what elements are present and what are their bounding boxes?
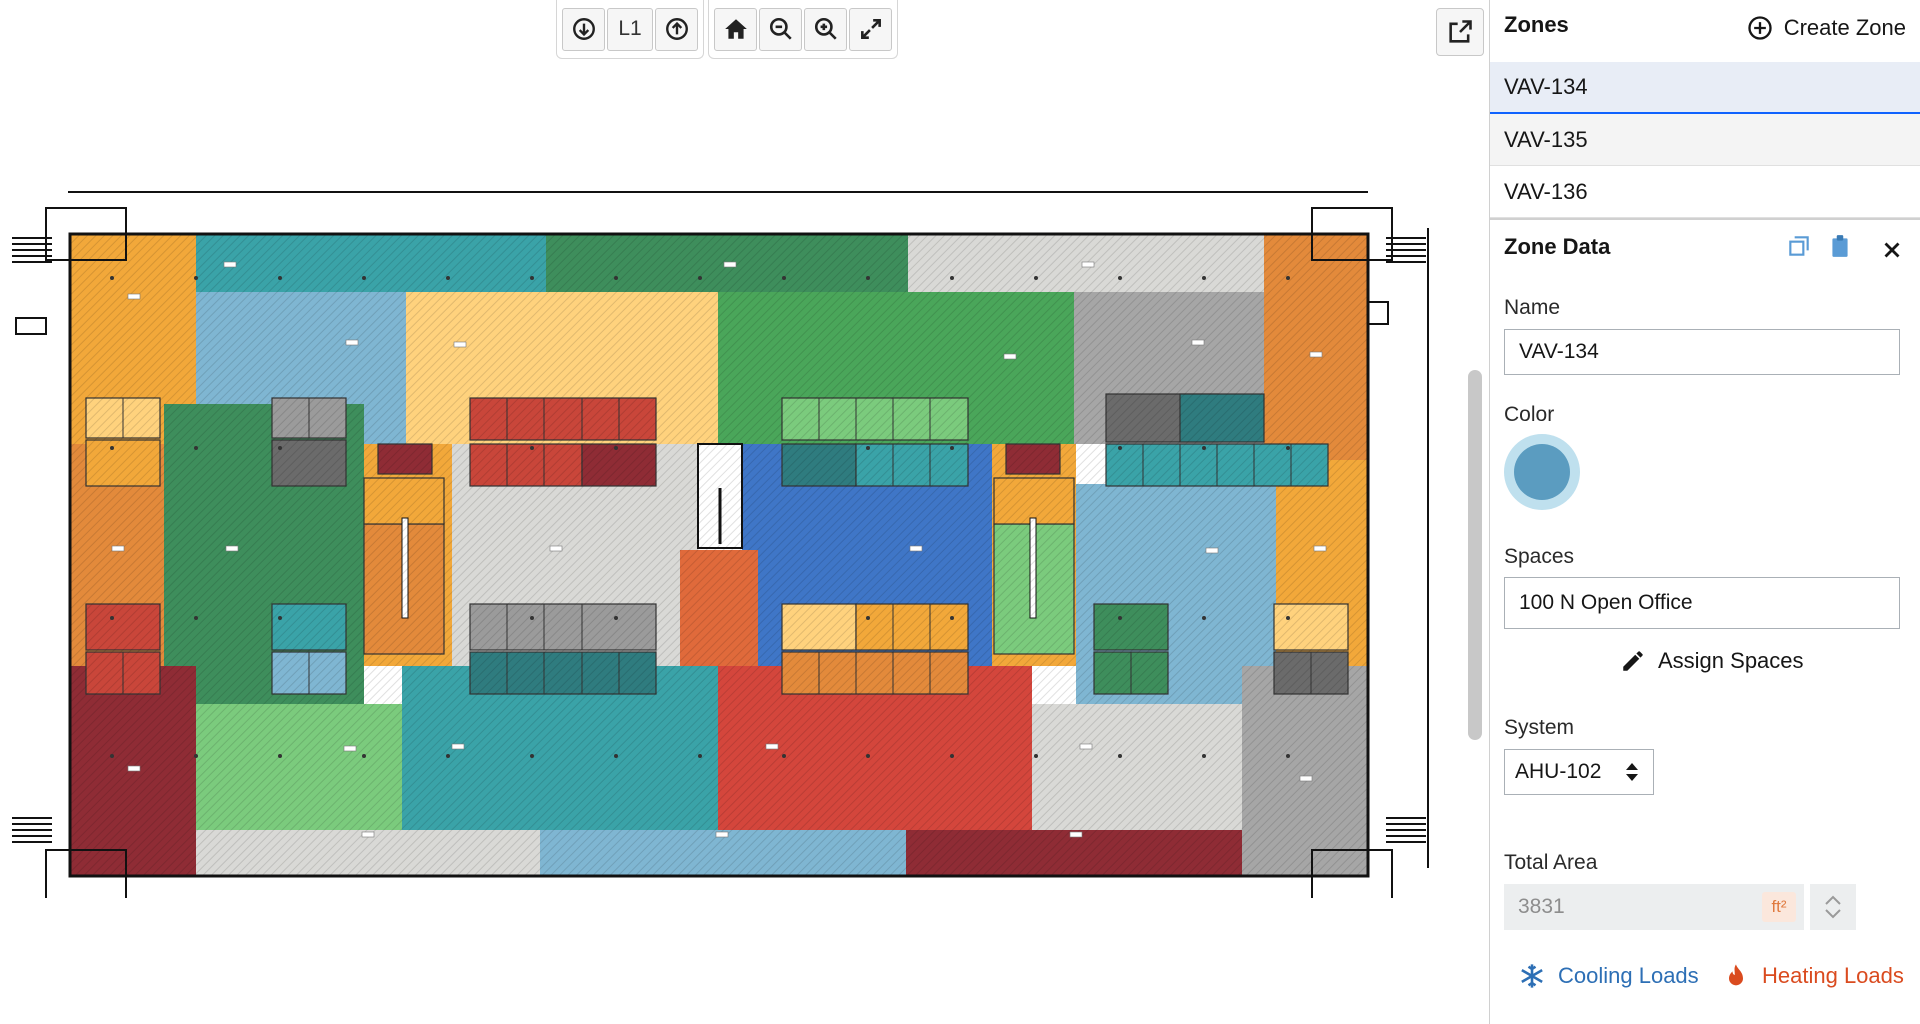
total-area-label: Total Area [1504, 851, 1598, 874]
zone-item-label: VAV-135 [1504, 126, 1588, 152]
zoom-out-button[interactable] [759, 7, 802, 51]
arrow-up-circle-icon [665, 18, 688, 40]
spaces-field[interactable]: 100 N Open Office [1504, 577, 1900, 629]
fullscreen-button[interactable] [849, 7, 892, 51]
external-link-icon [1449, 20, 1472, 43]
paste-zone-button[interactable] [1826, 232, 1854, 260]
create-zone-label: Create Zone [1783, 15, 1906, 40]
zone-item-vav-136[interactable]: VAV-136 [1490, 166, 1920, 218]
duplicate-zone-button[interactable] [1785, 232, 1813, 260]
cooling-loads-link[interactable]: Cooling Loads [1518, 962, 1699, 990]
expand-icon [860, 19, 881, 39]
corner-stairs [12, 207, 1426, 898]
floor-plan[interactable] [0, 178, 1440, 898]
pencil-icon [1623, 651, 1643, 671]
zones-panel: Zones Create Zone VAV-134 VAV-135 VAV-13… [1489, 0, 1920, 1024]
zoom-out-icon [769, 17, 792, 40]
home-icon [724, 19, 747, 39]
color-swatch-fill [1514, 444, 1570, 500]
level-down-button[interactable] [562, 7, 605, 51]
color-label: Color [1504, 403, 1555, 426]
heating-loads-link[interactable]: Heating Loads [1722, 962, 1904, 990]
close-zone-data-button[interactable] [1878, 236, 1906, 264]
sort-arrows-icon [1626, 763, 1638, 781]
arrow-down-circle-icon [572, 18, 595, 40]
assign-spaces-label: Assign Spaces [1658, 648, 1804, 673]
create-zone-button[interactable]: Create Zone [1746, 14, 1906, 42]
close-icon [1884, 242, 1900, 258]
chevron-up-icon [1825, 895, 1841, 905]
assign-spaces-button[interactable]: Assign Spaces [1620, 648, 1804, 674]
area-unit-badge: ft² [1762, 892, 1796, 922]
zone-item-vav-135[interactable]: VAV-135 [1490, 114, 1920, 166]
zone-color-picker[interactable] [1504, 434, 1580, 510]
flame-icon [1729, 964, 1743, 986]
zones-header: Zones [1504, 12, 1569, 37]
popout-button[interactable] [1436, 8, 1484, 56]
cooling-loads-label: Cooling Loads [1558, 963, 1699, 988]
zone-data-header: Zone Data [1490, 218, 1920, 274]
snowflake-icon [1521, 964, 1543, 988]
name-label: Name [1504, 296, 1561, 319]
system-select[interactable]: AHU-102 [1504, 749, 1654, 795]
level-toolbar: L1 [556, 0, 704, 59]
add-circle-icon [1748, 16, 1772, 40]
zone-item-vav-134[interactable]: VAV-134 [1490, 62, 1920, 114]
canvas-scrollbar[interactable] [1468, 370, 1482, 740]
zones-layer[interactable] [70, 234, 1368, 876]
zoom-in-button[interactable] [804, 7, 847, 51]
spaces-label: Spaces [1504, 545, 1575, 568]
clipboard-icon [1832, 235, 1848, 257]
system-value: AHU-102 [1515, 760, 1602, 783]
floorplan-canvas[interactable]: L1 [0, 0, 1489, 1024]
view-toolbar [708, 0, 898, 59]
total-area-input: 3831 [1504, 884, 1804, 930]
zoom-in-icon [814, 17, 837, 40]
home-button[interactable] [714, 7, 757, 51]
zone-item-label: VAV-134 [1504, 74, 1588, 99]
system-label: System [1504, 716, 1575, 739]
level-up-button[interactable] [655, 7, 698, 51]
zone-data-title: Zone Data [1504, 234, 1611, 259]
chevron-down-icon [1825, 909, 1841, 919]
zone-item-label: VAV-136 [1504, 178, 1588, 204]
level-indicator: L1 [607, 7, 653, 51]
heating-loads-label: Heating Loads [1762, 963, 1904, 988]
zone-name-input[interactable]: VAV-134 [1504, 329, 1900, 375]
copy-icon [1789, 236, 1809, 256]
column-grid [110, 276, 1290, 758]
area-stepper[interactable] [1810, 884, 1856, 930]
room-tags [111, 261, 1327, 838]
